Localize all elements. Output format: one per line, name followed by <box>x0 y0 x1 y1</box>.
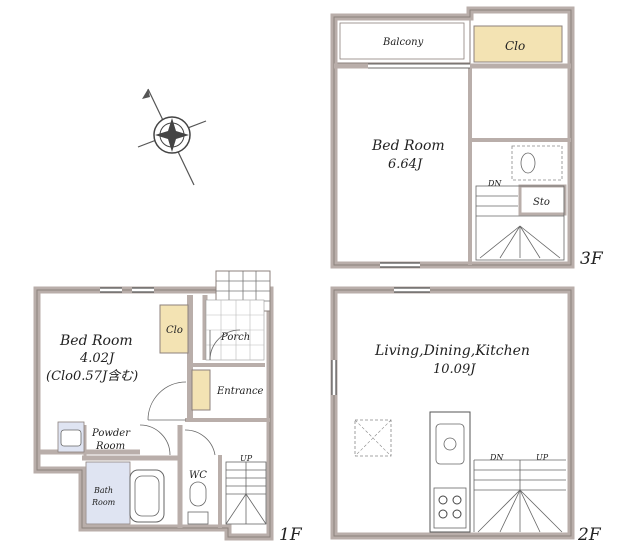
bedroom-3f-size: 6.64J <box>388 157 423 172</box>
closet-1f <box>159 304 189 354</box>
floor-1f: Bed Room 4.02J (Clo0.57J含む) Clo Porch En… <box>33 270 303 545</box>
bedroom-1f-note: (Clo0.57J含む) <box>46 369 138 384</box>
floor-3f: Balcony Clo Bed Room 6.64J Sto DN 3F <box>330 6 604 269</box>
closet-1f-label: Clo <box>166 325 183 336</box>
closet-3f-label: Clo <box>505 39 525 53</box>
ldk-name: Living,Dining,Kitchen <box>374 343 530 359</box>
floor-label-2f: 2F <box>577 525 602 545</box>
stair-dn-3f: DN <box>487 179 502 188</box>
ldk-size: 10.09J <box>433 362 476 377</box>
wc-label: WC <box>189 470 207 481</box>
bedroom-3f-name: Bed Room <box>371 138 445 154</box>
bath-room-label-2: Room <box>91 498 116 507</box>
closet-3f <box>473 25 563 63</box>
bedroom-1f-size: 4.02J <box>79 351 115 366</box>
stair-up-2f: UP <box>536 453 549 462</box>
compass-rose-icon <box>137 88 207 186</box>
powder-room-label-2: Room <box>95 441 125 452</box>
north-arrow-icon <box>142 89 150 99</box>
bath-room-label-1: Bath <box>93 486 113 495</box>
floor-label-3f: 3F <box>580 249 604 269</box>
bedroom-1f-name: Bed Room <box>59 333 133 349</box>
powder-room-label-1: Powder <box>91 428 131 439</box>
floor-2f: Living,Dining,Kitchen 10.09J DN UP 2F <box>330 286 602 545</box>
porch-label: Porch <box>220 332 250 343</box>
storage-3f-label: Sto <box>533 197 550 208</box>
floor-label-1f: 1F <box>279 525 303 545</box>
stair-up-1f: UP <box>240 454 253 463</box>
bathroom-1f <box>85 461 131 525</box>
balcony-label: Balcony <box>382 37 424 48</box>
entrance-label: Entrance <box>216 386 264 397</box>
stair-dn-2f: DN <box>489 453 504 462</box>
